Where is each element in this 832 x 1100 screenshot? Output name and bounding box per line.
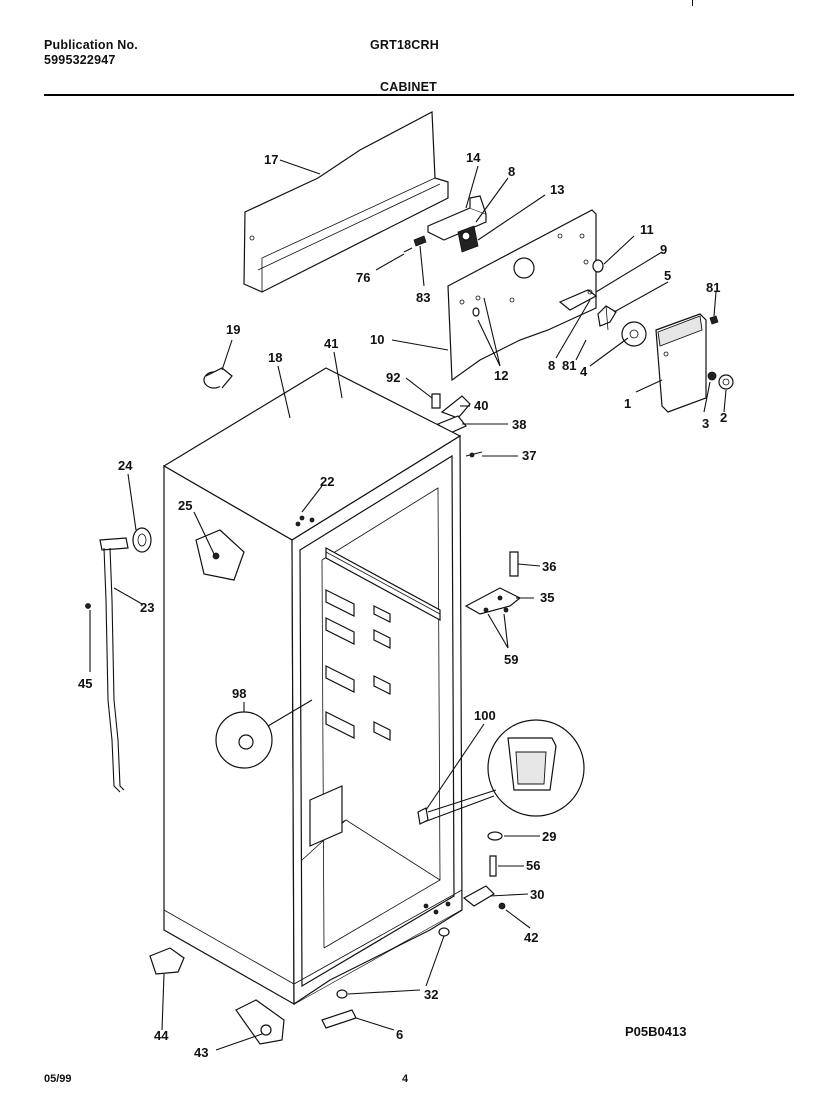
diagram-code: P05B0413 (625, 1024, 687, 1039)
section-title: CABINET (380, 80, 437, 94)
part-23-drain-tube (99, 537, 129, 793)
callout-92: 92 (386, 370, 400, 385)
part-35-bracket (464, 587, 522, 615)
leader-lines (89, 159, 727, 1051)
part-36-stud (509, 551, 519, 577)
part-13-control (457, 225, 479, 253)
callout-8: 8 (508, 164, 515, 179)
callout-81: 81 (706, 280, 720, 295)
callout-36: 36 (542, 559, 556, 574)
callout-1: 1 (624, 396, 631, 411)
callout-76: 76 (356, 270, 370, 285)
part-81-screw (709, 315, 719, 325)
footer-date: 05/99 (44, 1073, 72, 1085)
callout-13: 13 (550, 182, 564, 197)
callout-6: 6 (396, 1027, 403, 1042)
callout-4: 4 (580, 364, 588, 379)
part-98-plug (215, 699, 313, 769)
callout-22: 22 (320, 474, 334, 489)
callout-35: 35 (540, 590, 554, 605)
part-1-control-housing (655, 313, 707, 413)
part-100-detail (417, 719, 585, 825)
part-4-fan-motor (621, 321, 647, 347)
part-5-fan-blade (597, 305, 617, 331)
callout-19: 19 (226, 322, 240, 337)
part-6-strip (321, 1009, 357, 1029)
callout-11: 11 (640, 222, 654, 237)
callout-81b: 81 (562, 358, 576, 373)
part-44-leveler (149, 947, 185, 975)
publication-number: 5995322947 (44, 53, 116, 67)
callout-10: 10 (370, 332, 384, 347)
part-45-screw (85, 603, 91, 609)
model-number: GRT18CRH (370, 38, 439, 52)
part-29-washer (487, 831, 503, 841)
callout-30: 30 (530, 887, 544, 902)
callout-9: 9 (660, 242, 667, 257)
callout-42: 42 (524, 930, 538, 945)
callout-41: 41 (324, 336, 338, 351)
callout-18: 18 (268, 350, 282, 365)
part-76-screw (403, 247, 413, 253)
callout-17: 17 (264, 152, 278, 167)
callout-100: 100 (474, 708, 496, 723)
part-17-top-trim (243, 111, 449, 293)
publication-label: Publication No. (44, 38, 138, 52)
callout-23: 23 (140, 600, 154, 615)
part-83-spring (413, 235, 427, 247)
callout-25: 25 (178, 498, 192, 513)
part-9-bracket (558, 289, 598, 311)
part-14-bracket (427, 195, 487, 241)
callout-40: 40 (474, 398, 488, 413)
callout-98: 98 (232, 686, 246, 701)
callout-37: 37 (522, 448, 536, 463)
part-3-nut (707, 371, 717, 381)
callout-3: 3 (702, 416, 709, 431)
callout-83: 83 (416, 290, 430, 305)
callout-8b: 8 (548, 358, 555, 373)
callout-32: 32 (424, 987, 438, 1002)
callout-12: 12 (494, 368, 508, 383)
part-42-screw (498, 902, 506, 910)
callout-38: 38 (512, 417, 526, 432)
callout-5: 5 (664, 268, 671, 283)
part-92-bolt (431, 393, 441, 409)
top-edge-mark (692, 0, 693, 6)
callout-14: 14 (466, 150, 481, 165)
part-40-hinge (440, 395, 471, 419)
part-11-grommet (592, 259, 604, 273)
part-24-grommet (132, 527, 152, 553)
callout-59: 59 (504, 652, 518, 667)
part-10-panel (447, 209, 597, 382)
callout-56: 56 (526, 858, 540, 873)
callout-24: 24 (118, 458, 133, 473)
callout-29: 29 (542, 829, 556, 844)
cabinet-body (162, 367, 463, 1006)
callout-numbers: 17 14 8 13 11 9 5 81 76 83 10 12 8 81 4 … (78, 150, 727, 1060)
part-30-bracket (462, 885, 495, 907)
part-37-pin (465, 451, 483, 458)
part-43-roller (235, 999, 285, 1045)
callout-45: 45 (78, 676, 92, 691)
header-rule (44, 94, 794, 96)
callout-2: 2 (720, 410, 727, 425)
page-number: 4 (402, 1073, 409, 1085)
part-2-knob (718, 374, 734, 390)
part-19-plug (203, 367, 233, 389)
part-59-screws (483, 607, 509, 613)
callout-43: 43 (194, 1045, 208, 1060)
part-56-screw (489, 855, 497, 877)
callout-44: 44 (154, 1028, 169, 1043)
